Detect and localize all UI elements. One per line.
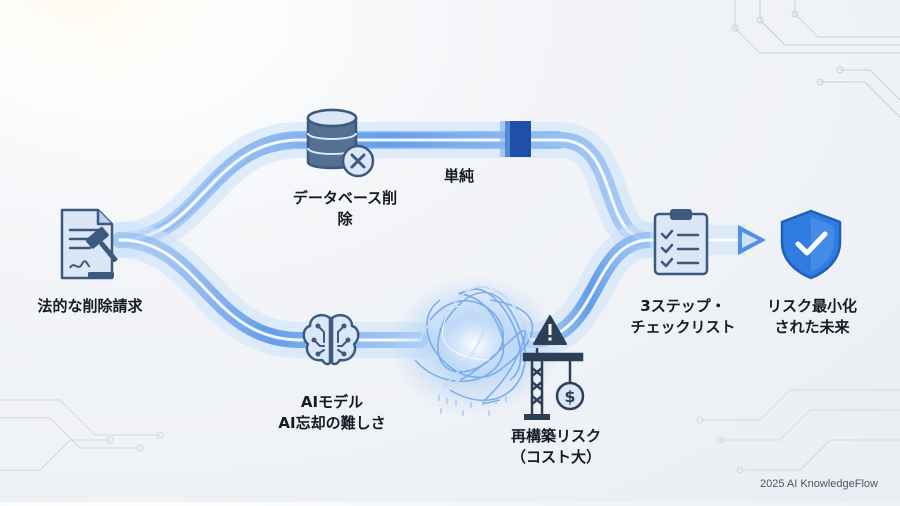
database-delete-icon [306,108,375,178]
checklist-label: 3ステップ・ チェックリスト [630,297,736,336]
legal-request-label: 法的な削除請求 [37,297,143,315]
blocked-segment-glow [500,121,510,157]
circuit-decoration-bottom-left [0,399,164,471]
legal-document-gavel-icon [60,208,118,280]
footer-credit: 2025 AI KnowledgeFlow [759,478,878,490]
database-delete-label: データベース削 除 [292,189,398,228]
ai-model-label: AIモデル AI忘却の難しさ [278,393,386,432]
binary-dots [438,395,507,416]
svg-text:$: $ [564,387,575,406]
crane-cost-warning-icon: $ [522,315,585,420]
brain-circuit-icon [302,314,360,366]
tangled-knot [390,275,560,416]
rebuild-risk-label: 再構築リスク （コスト大） [510,427,601,466]
clipboard-checklist-icon [653,209,709,276]
circuit-decoration-bottom-right [696,389,900,474]
simple-label: 単純 [443,167,474,185]
shield-check-icon [780,209,842,280]
future-label: リスク最小化 された未来 [766,297,857,336]
circuit-decoration-top-right [731,0,900,118]
